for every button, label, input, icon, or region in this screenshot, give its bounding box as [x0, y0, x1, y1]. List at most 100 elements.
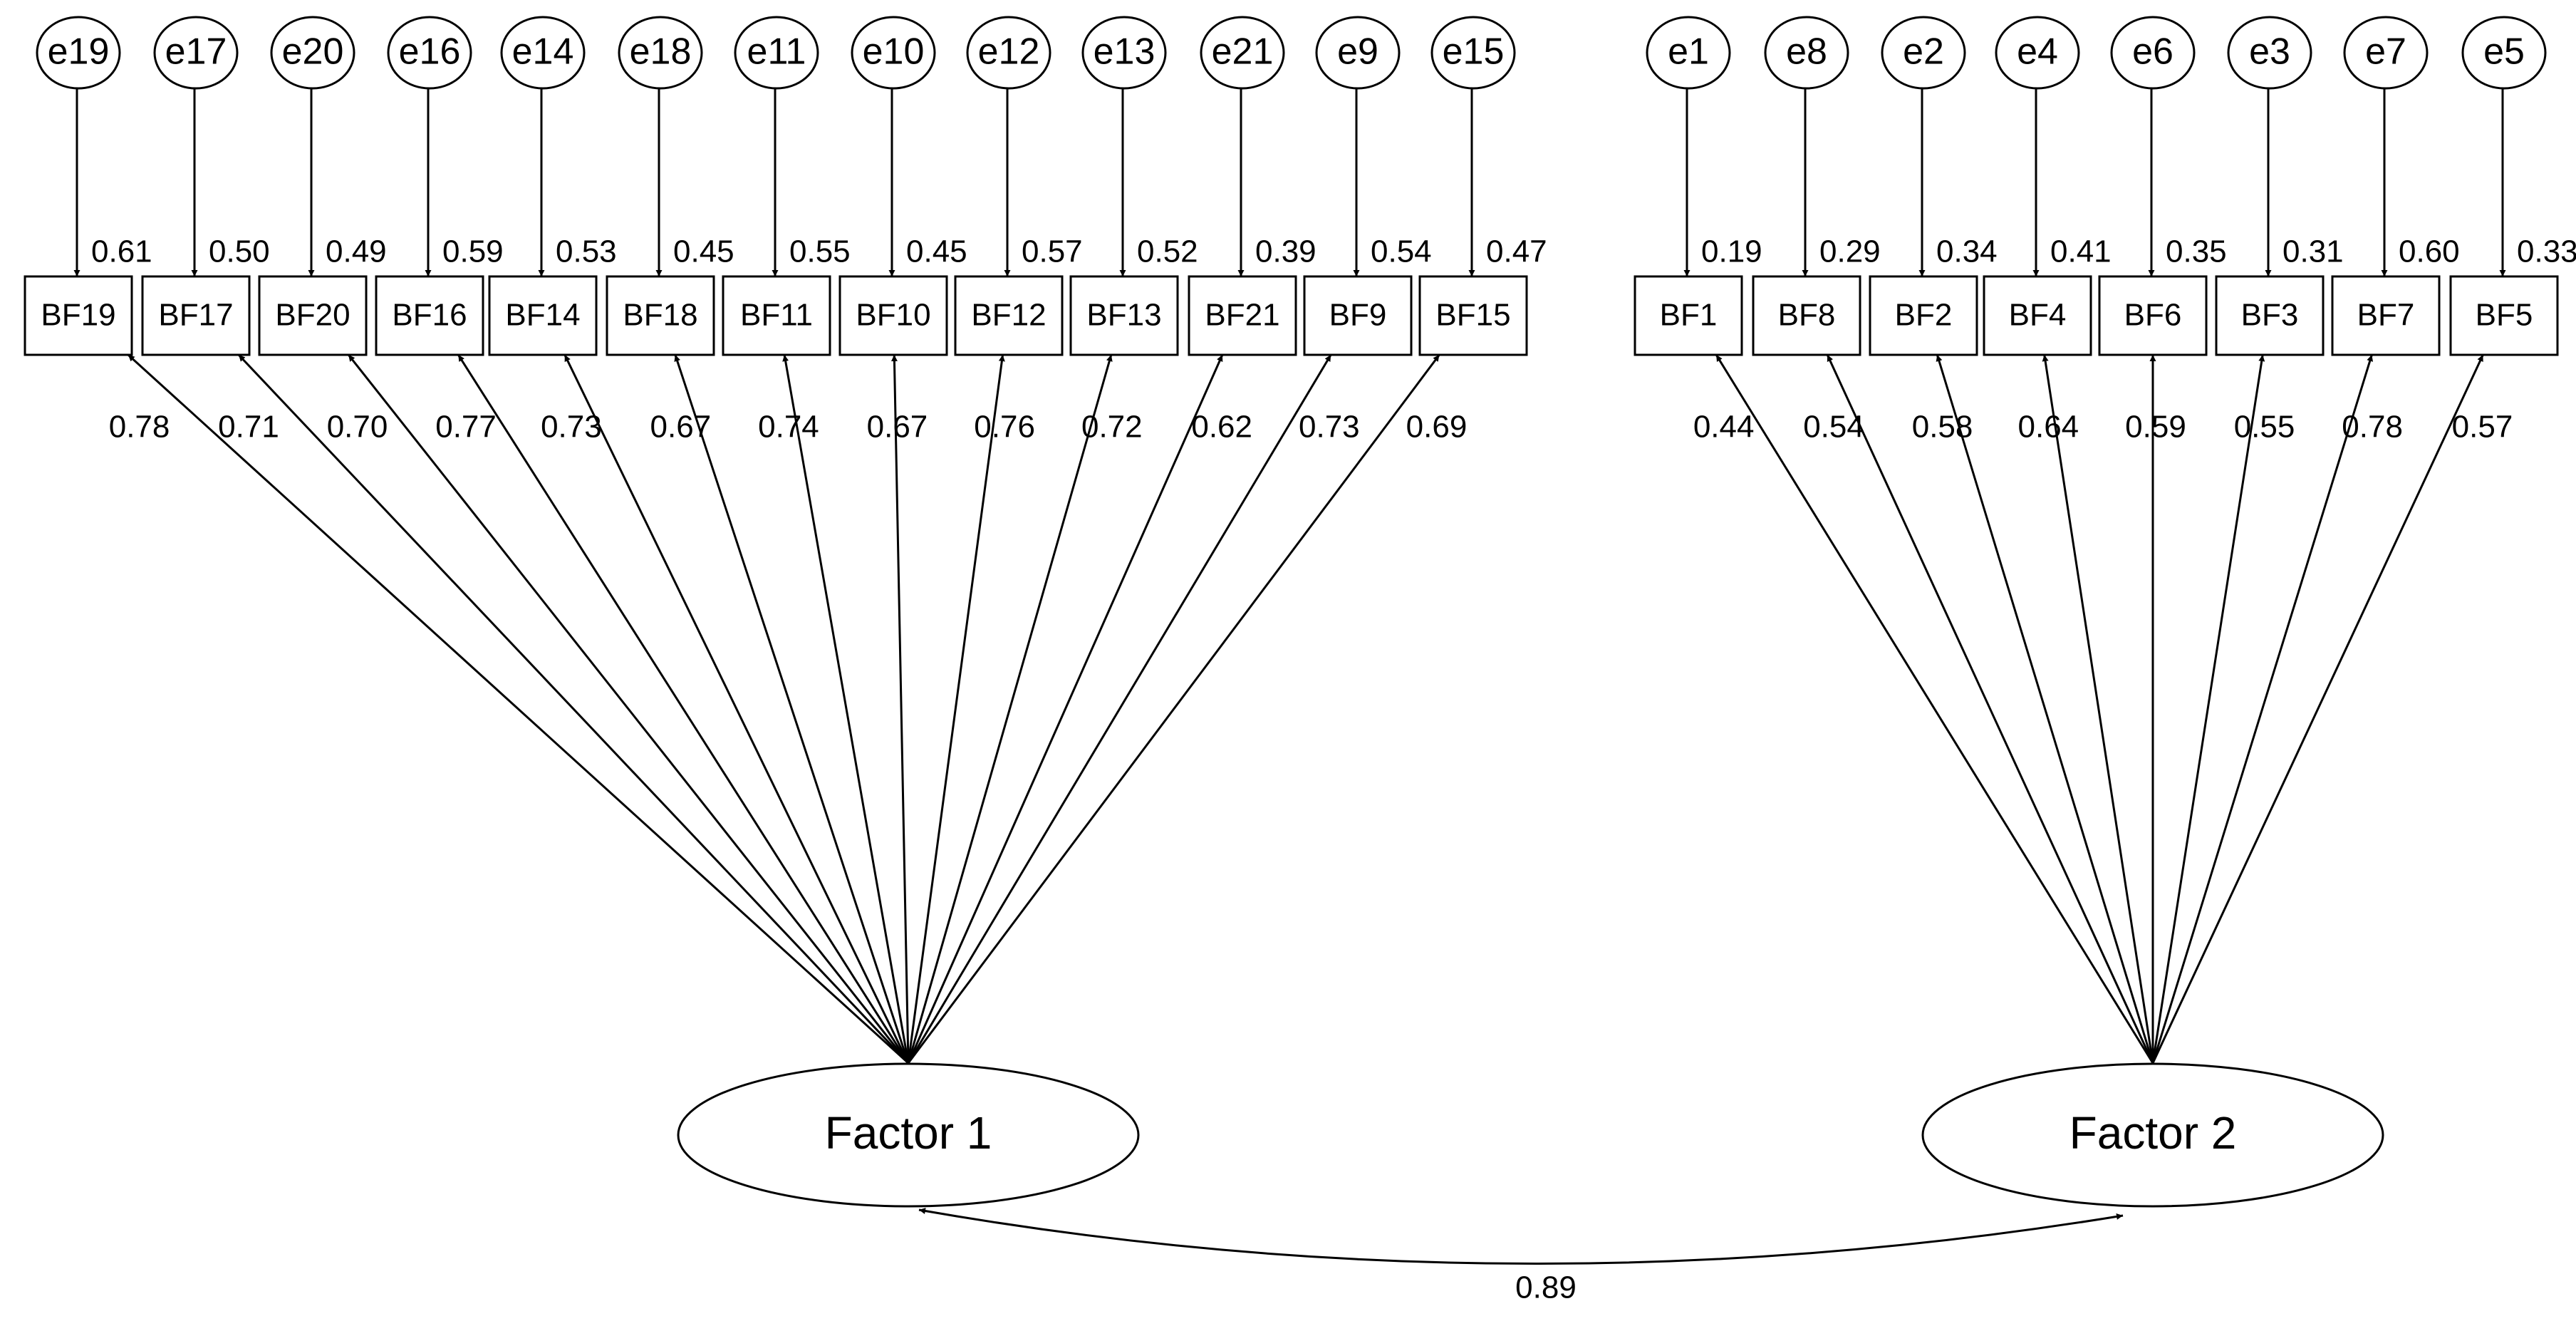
factor-loading-label: 0.69 [1406, 410, 1468, 445]
loading-path-arrow [564, 354, 910, 1064]
indicator-box [1418, 275, 1528, 356]
indicator-box [1869, 275, 1978, 356]
factor-loading-label: 0.78 [2342, 410, 2403, 445]
error-term-label: e15 [1443, 31, 1505, 73]
factor-loading-label: 0.55 [2234, 410, 2295, 445]
error-term-label: e18 [630, 31, 692, 73]
loading-path-arrow [2042, 354, 2154, 1064]
factor-loading-label: 0.74 [758, 410, 819, 445]
factor-correlation-arrow [918, 1208, 2124, 1265]
indicator-label: BF10 [856, 298, 930, 333]
indicator-box [1188, 275, 1297, 356]
error-term-label: e16 [399, 31, 461, 73]
indicator-box [375, 275, 484, 356]
r-squared-label: 0.60 [2399, 234, 2460, 269]
loading-path-arrow [1826, 354, 2154, 1064]
loading-path-arrow [127, 353, 910, 1065]
indicator-box [1752, 275, 1861, 356]
indicator-label: BF12 [971, 298, 1046, 333]
indicator-box [954, 275, 1064, 356]
factor-loading-label: 0.71 [218, 410, 279, 445]
loading-path-arrow [674, 354, 910, 1064]
r-squared-label: 0.19 [1701, 234, 1762, 269]
indicator-box [141, 275, 251, 356]
error-term-label: e10 [863, 31, 925, 73]
error-term-node [1995, 16, 2080, 90]
error-term-node [2227, 16, 2312, 90]
error-term-label: e4 [2017, 31, 2058, 73]
r-squared-label: 0.57 [1022, 234, 1083, 269]
indicator-box [838, 275, 948, 356]
factor-loading-label: 0.57 [2452, 410, 2513, 445]
error-term-label: e9 [1337, 31, 1378, 73]
loading-path-arrow [890, 354, 910, 1064]
r-squared-label: 0.33 [2517, 234, 2576, 269]
error-term-label: e2 [1903, 31, 1944, 73]
error-term-label: e14 [512, 31, 574, 73]
indicator-box [24, 275, 133, 356]
error-term-label: e8 [1786, 31, 1827, 73]
indicator-box [1069, 275, 1179, 356]
indicator-label: BF18 [623, 298, 697, 333]
indicator-box [606, 275, 715, 356]
loading-path-arrow [782, 354, 910, 1064]
factor-loading-label: 0.73 [1299, 410, 1360, 445]
indicator-box [1303, 275, 1413, 356]
error-term-node [2110, 16, 2196, 90]
loading-path-arrow [2151, 354, 2484, 1064]
error-term-node [851, 16, 936, 90]
r-squared-label: 0.61 [91, 234, 152, 269]
error-term-node [270, 16, 355, 90]
r-squared-label: 0.34 [1936, 234, 1998, 269]
error-term-label: e3 [2249, 31, 2290, 73]
r-squared-label: 0.31 [2282, 234, 2344, 269]
error-term-label: e17 [165, 31, 227, 73]
indicator-box [2331, 275, 2441, 356]
factor-loading-label: 0.62 [1191, 410, 1252, 445]
indicator-label: BF3 [2241, 298, 2299, 333]
error-term-node [153, 16, 239, 90]
error-term-label: e7 [2365, 31, 2406, 73]
error-term-label: e12 [978, 31, 1040, 73]
indicator-label: BF21 [1205, 298, 1279, 333]
indicator-label: BF8 [1778, 298, 1836, 333]
factor-loading-label: 0.67 [867, 410, 928, 445]
r-squared-label: 0.29 [1819, 234, 1881, 269]
factor-loading-label: 0.70 [327, 410, 388, 445]
latent-factor-label: Factor 2 [2069, 1107, 2237, 1159]
factor-loading-label: 0.78 [109, 410, 170, 445]
indicator-label: BF16 [392, 298, 467, 333]
loading-path-arrow [237, 353, 910, 1065]
error-term-node [1764, 16, 1849, 90]
latent-factor-label: Factor 1 [825, 1107, 992, 1159]
factor-loading-label: 0.54 [1803, 410, 1864, 445]
error-term-label: e21 [1212, 31, 1274, 73]
r-squared-label: 0.41 [2050, 234, 2112, 269]
r-squared-label: 0.53 [556, 234, 617, 269]
error-term-label: e1 [1668, 31, 1709, 73]
factor-loading-label: 0.76 [974, 410, 1035, 445]
loading-path-arrow [907, 354, 1440, 1064]
indicator-box [2215, 275, 2325, 356]
indicator-label: BF19 [41, 298, 115, 333]
indicator-label: BF13 [1086, 298, 1161, 333]
error-term-label: e5 [2483, 31, 2525, 73]
error-term-node [1646, 16, 1731, 90]
error-term-label: e19 [48, 31, 110, 73]
latent-factor-node [677, 1062, 1140, 1208]
error-term-node [618, 16, 703, 90]
r-squared-label: 0.52 [1137, 234, 1198, 269]
r-squared-label: 0.45 [906, 234, 967, 269]
indicator-label: BF1 [1660, 298, 1718, 333]
loading-path-arrow [1715, 354, 2154, 1064]
indicator-label: BF20 [275, 298, 350, 333]
loading-path-arrow [907, 354, 1005, 1064]
error-term-node [1315, 16, 1401, 90]
indicator-label: BF5 [2476, 298, 2533, 333]
factor-loading-label: 0.59 [2125, 410, 2186, 445]
error-term-node [36, 16, 121, 90]
error-term-node [1430, 16, 1516, 90]
latent-factor-node [1921, 1062, 2384, 1208]
r-squared-label: 0.50 [209, 234, 270, 269]
error-term-node [1200, 16, 1285, 90]
